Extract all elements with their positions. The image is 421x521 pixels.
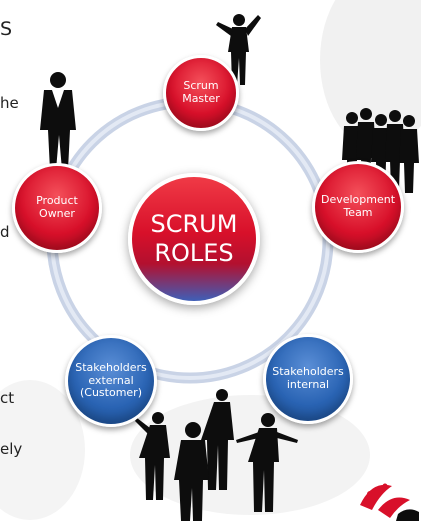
role-label-scrum-master: Scrum Master: [182, 79, 220, 105]
edge-text-3: d: [0, 223, 10, 241]
edge-text-5: ely: [0, 440, 23, 458]
center-title-line1: SCRUM: [150, 210, 238, 239]
edge-text-4: ct: [0, 389, 15, 407]
role-label-product-owner: Product Owner: [36, 194, 78, 220]
edge-text-1: S: [0, 18, 13, 40]
scrum-master-silhouette-icon: [216, 14, 261, 85]
role-label-development-team: Development Team: [320, 193, 396, 219]
role-node-stakeholders-external: Stakeholders external (Customer): [65, 335, 157, 427]
edge-text-2: he: [0, 94, 19, 112]
role-node-stakeholders-internal: Stakeholders internal: [263, 334, 353, 424]
center-scrum-roles: SCRUM ROLES: [128, 173, 260, 305]
role-node-scrum-master: Scrum Master: [163, 55, 239, 131]
role-label-stakeholders-external: Stakeholders external (Customer): [75, 361, 147, 400]
role-node-product-owner: Product Owner: [12, 163, 102, 253]
product-owner-silhouette-icon: [40, 72, 76, 170]
role-node-development-team: Development Team: [312, 161, 404, 253]
logo-icon: [360, 483, 419, 521]
center-title-line2: ROLES: [154, 239, 234, 267]
development-team-silhouette-icon: [342, 108, 419, 193]
stakeholders-silhouette-icon: [135, 389, 298, 521]
role-label-stakeholders-internal: Stakeholders internal: [272, 365, 344, 391]
